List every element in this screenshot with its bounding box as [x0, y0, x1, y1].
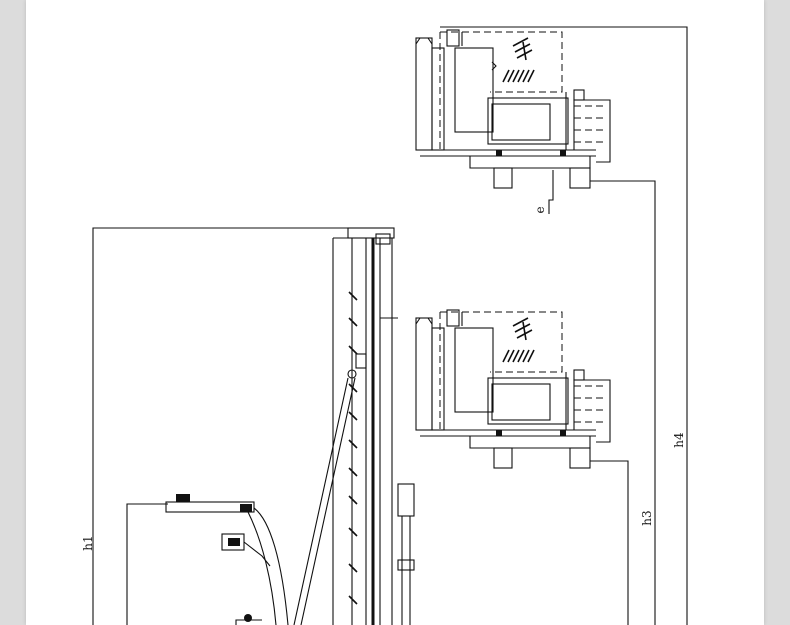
mast [332, 227, 415, 625]
cab-assembly-middle [415, 309, 611, 469]
dimension-h4 [440, 26, 688, 625]
svg-text:e: e [533, 206, 547, 213]
dimension-h3 [590, 460, 629, 625]
support-arm [126, 369, 357, 625]
svg-text:h3: h3 [640, 510, 654, 525]
label-h3: h3 [640, 510, 654, 525]
drawing-sheet [26, 0, 764, 625]
dimension-e [548, 170, 656, 625]
label-e: e [533, 206, 547, 213]
cab-assembly-top [415, 29, 611, 189]
label-h4: h4 [672, 432, 686, 448]
svg-text:h1: h1 [81, 535, 95, 550]
svg-text:h4: h4 [672, 432, 686, 448]
label-h1: h1 [81, 535, 95, 550]
dimension-h1 [92, 227, 348, 625]
